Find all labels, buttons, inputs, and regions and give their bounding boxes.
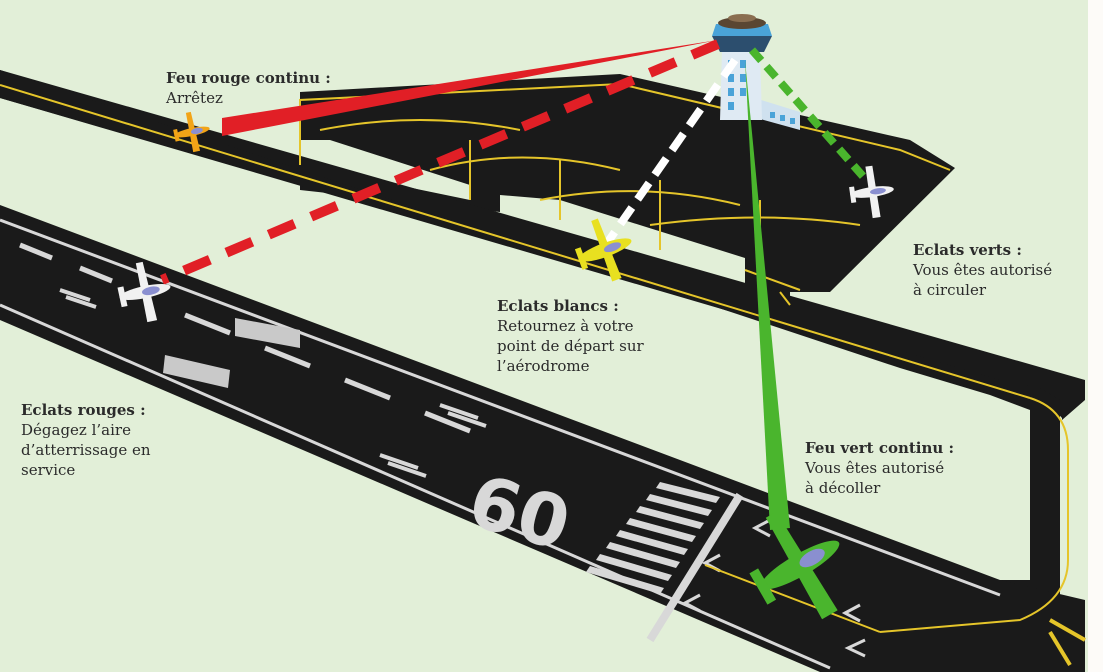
signal-description: Vous êtes autorisé [805,459,945,477]
apron [300,74,955,305]
signal-description: l’aérodrome [497,357,590,375]
runway-centreline [19,242,471,434]
signal-description: Arrêtez [166,89,223,107]
aiming-marking [59,288,487,478]
steady-green-beam [745,60,790,530]
holding-position-marking [1048,618,1086,667]
aircraft-on-apron-taxiway [574,218,632,282]
signal-title: Eclats rouges : [21,401,146,419]
aircraft-ready-for-takeoff [749,511,840,620]
signal-title: Feu vert continu : [805,439,955,457]
grass-island [300,140,470,200]
signal-description: d’atterrissage en [21,441,151,459]
steady-green-label: Feu vert continu : Vous êtes autorisé à … [805,438,954,498]
control-tower [712,14,800,130]
signal-description: Vous êtes autorisé [913,261,1053,279]
signal-title: Eclats verts : [913,241,1022,259]
signal-description: à décoller [805,479,881,497]
page-margin-strip [1088,0,1103,672]
flashing-green-label: Eclats verts : Vous êtes autorisé à circ… [913,240,1052,300]
touchdown-marking [163,355,230,388]
flashing-white-label: Eclats blancs : Retournez à votre point … [497,296,644,376]
touchdown-marking [235,318,300,348]
flashing-red-label: Eclats rouges : Dégagez l’aire d’atterri… [21,400,151,480]
threshold-marking [586,482,720,594]
signal-description: Retournez à votre [497,317,634,335]
flashing-white-beam [601,57,739,249]
signal-description: point de départ sur [497,337,644,355]
upper-taxiway-fill [0,70,1060,640]
aircraft-holding-upper-taxiway [173,111,210,153]
threshold-bar [646,492,744,643]
steady-red-beam [222,40,718,136]
aircraft-parked-apron [849,165,894,219]
aircraft-on-runway [117,261,171,323]
signal-description: à circuler [913,281,986,299]
steady-red-label: Feu rouge continu : Arrêtez [166,68,331,108]
flashing-red-beam [160,39,720,285]
signal-description: service [21,461,76,479]
signal-title: Eclats blancs : [497,297,619,315]
signal-description: Dégagez l’aire [21,421,131,439]
signal-title: Feu rouge continu : [166,69,331,87]
flashing-green-beam [748,47,872,185]
